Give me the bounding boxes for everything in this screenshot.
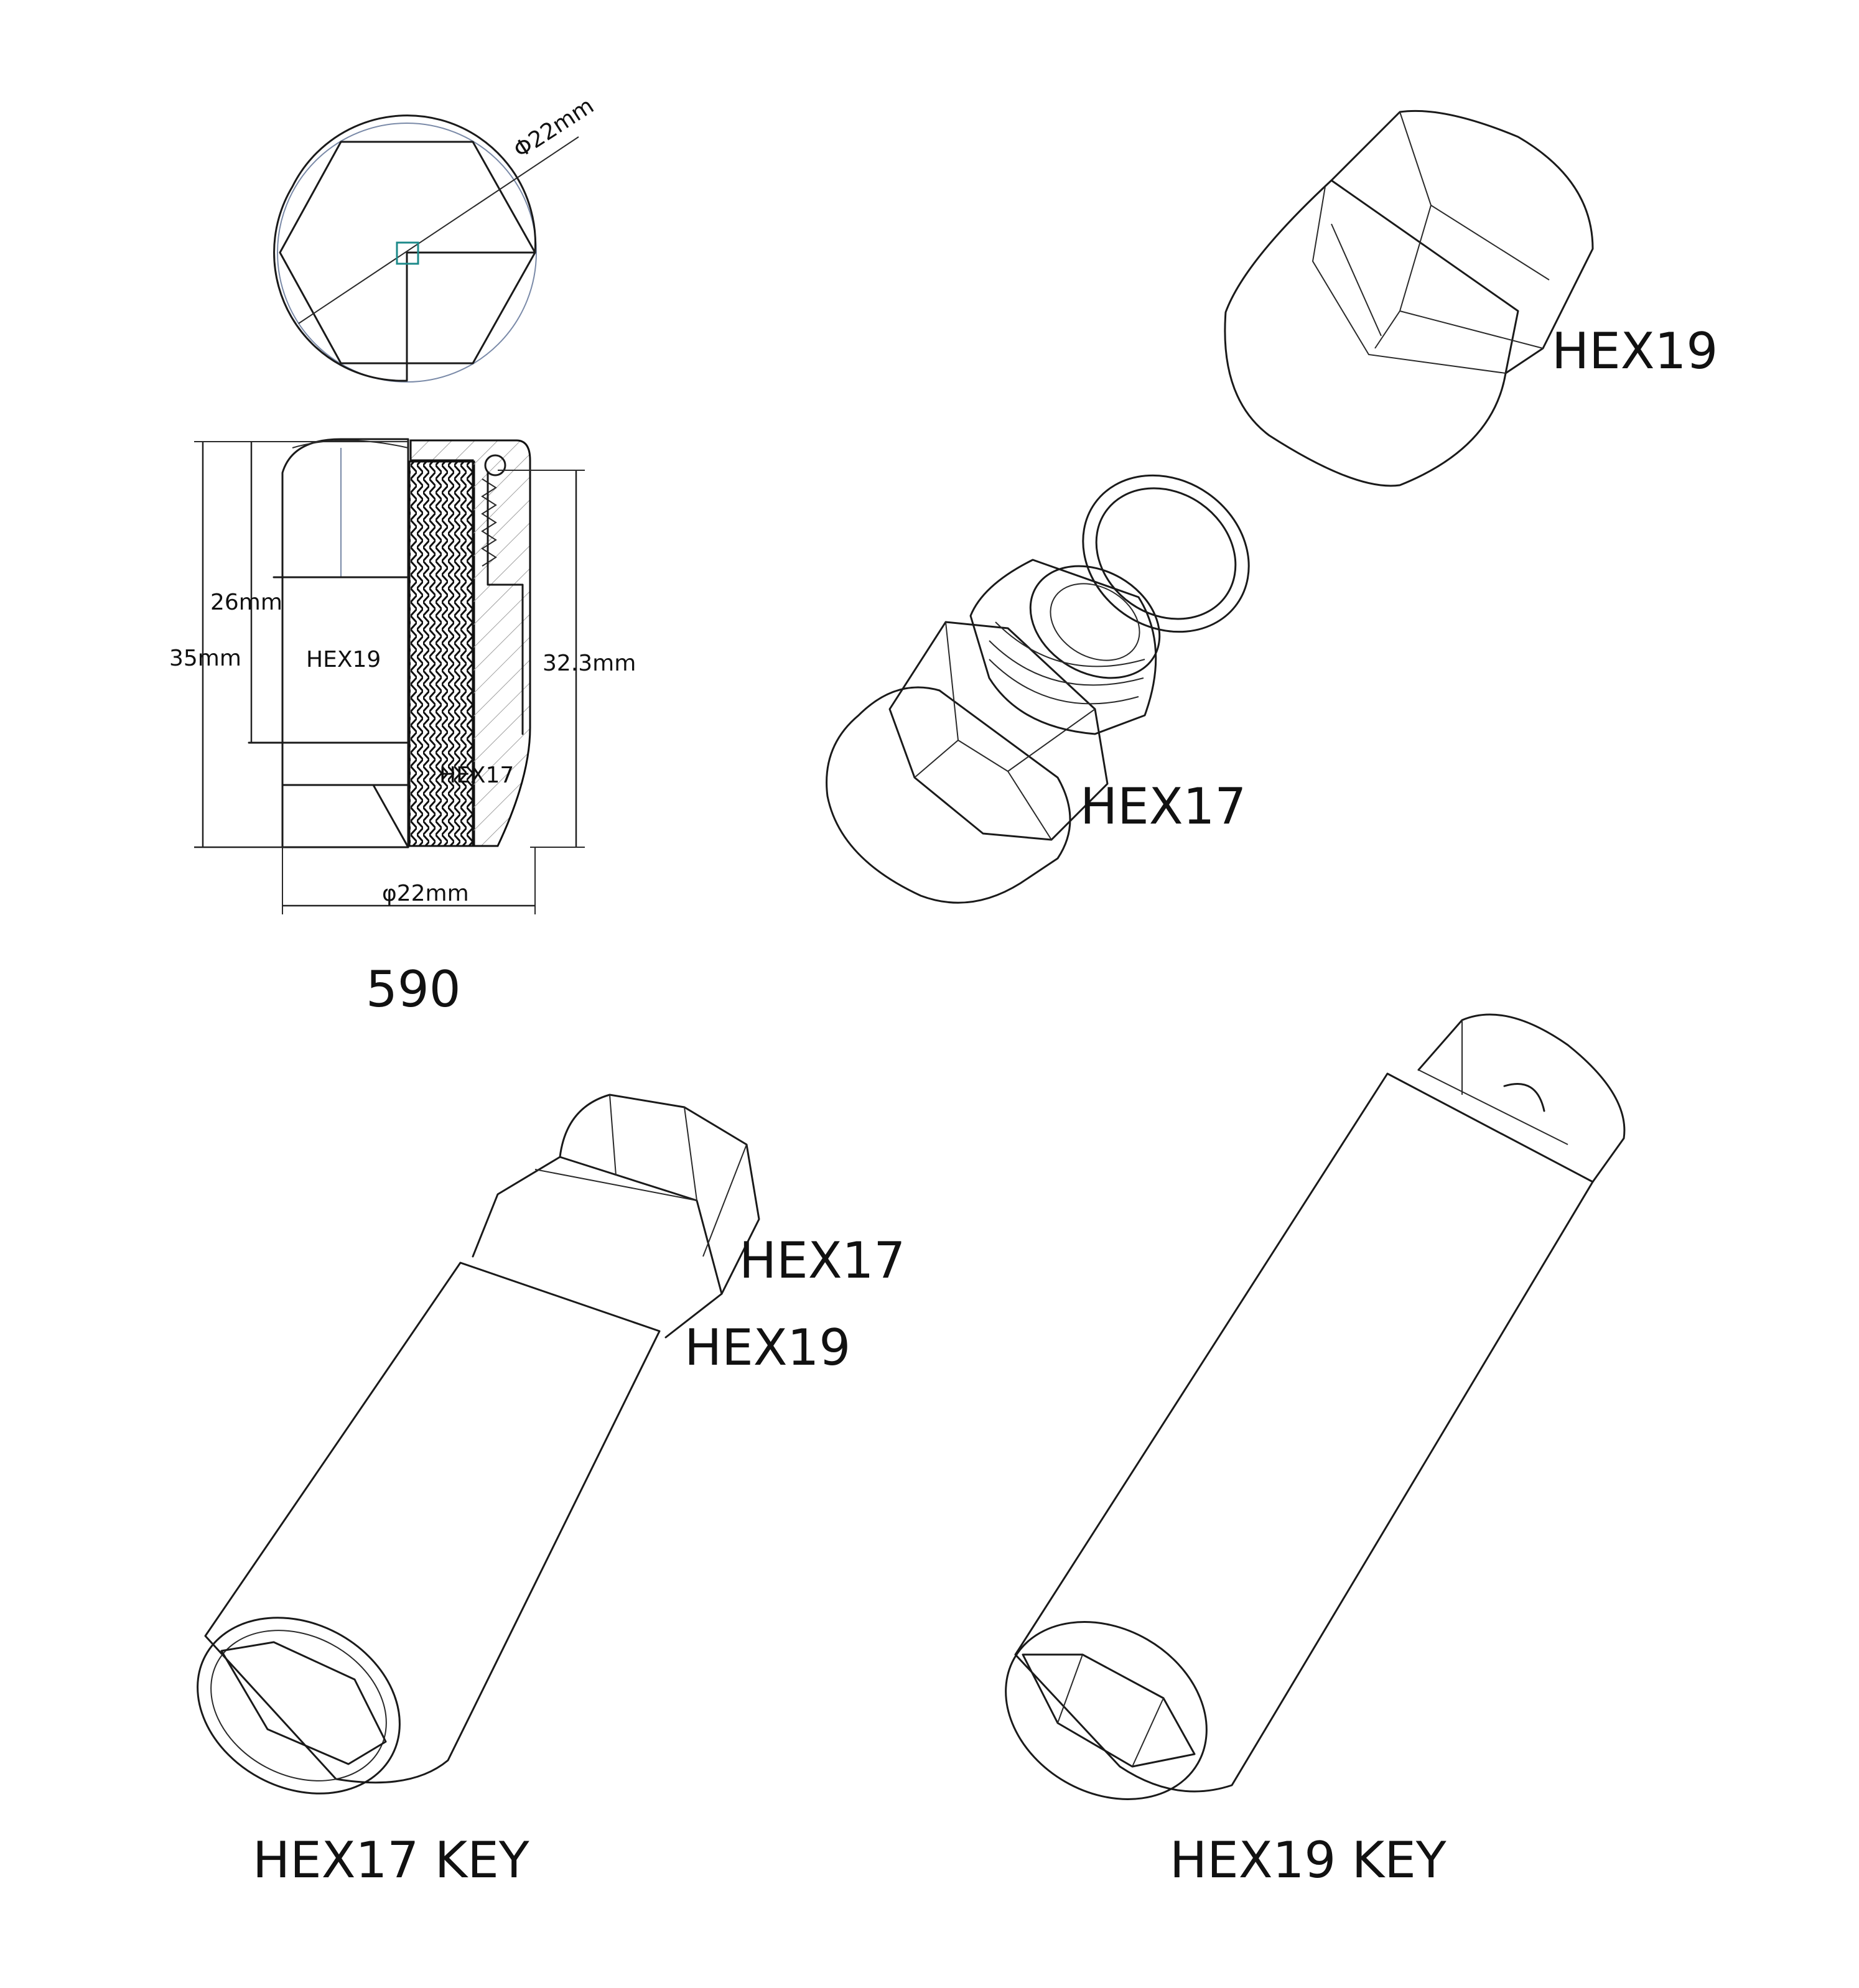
- dim-26-label: 26mm: [210, 590, 282, 615]
- key19-hex-socket: [1022, 1653, 1196, 1768]
- key19-drive-end: [1417, 1013, 1626, 1183]
- key17-caption: HEX17 KEY: [253, 1831, 530, 1889]
- outer-circle: [277, 123, 537, 383]
- key17-bottom-rim: [197, 1617, 401, 1795]
- nut-hex: [888, 621, 1109, 841]
- hex19-section-label: HEX19: [306, 647, 381, 672]
- nut-hex-edges: [914, 621, 1096, 840]
- cone-bottom: [281, 784, 409, 848]
- key17-head-edges: [534, 1094, 747, 1257]
- cap-part: HEX19: [1224, 109, 1718, 487]
- nut-thread-body: [969, 559, 1157, 735]
- diameter-line: [298, 136, 579, 324]
- cap-shoulder: [1312, 186, 1506, 374]
- key17-hex-socket: [220, 1641, 387, 1765]
- key19-hole: [1503, 1082, 1545, 1112]
- key19-bottom-rim: [1005, 1621, 1208, 1800]
- dim-22-label: φ22mm: [382, 881, 469, 906]
- oring-section: [484, 454, 506, 476]
- key19-caption: HEX19 KEY: [1170, 1831, 1447, 1889]
- section-view: HEX19 HEX17 35mm 26mm 32.3mm φ22mm: [169, 438, 636, 914]
- inner-step: [487, 471, 524, 735]
- dim-35-label: 35mm: [169, 646, 241, 671]
- nut-thread-inner: [1050, 583, 1140, 661]
- top-view: Φ22mm: [273, 93, 599, 383]
- nut-part: HEX17: [826, 559, 1246, 904]
- nut-label: HEX17: [1080, 778, 1246, 835]
- thread-zigzag: [481, 478, 497, 567]
- key17-bottom-inner: [210, 1630, 387, 1781]
- nut-thread-top: [1029, 565, 1161, 679]
- key19-socket-inner: [1057, 1654, 1164, 1767]
- nut-base: [826, 686, 1071, 904]
- center-mark: [396, 241, 419, 265]
- hex17-key: HEX17 HEX19 HEX17 KEY: [197, 1094, 905, 1889]
- inner-circle-cut: [273, 114, 536, 382]
- cap-body: [1224, 179, 1519, 487]
- dim-32-label: 32.3mm: [543, 651, 636, 676]
- oring-inner: [1095, 487, 1237, 620]
- key19-barrel: [1014, 1072, 1594, 1793]
- hex19-key: HEX19 KEY: [1005, 1013, 1626, 1889]
- cap-hex-top: [1330, 109, 1594, 374]
- model-number: 590: [366, 960, 461, 1018]
- key19-drive-edge: [1418, 1020, 1568, 1145]
- cap-hex-edges: [1374, 111, 1550, 349]
- oring-outer: [1082, 474, 1250, 633]
- key17-hex-shoulder: [472, 1156, 723, 1339]
- key17-hex-head: [559, 1094, 760, 1295]
- oring-part: [1082, 474, 1250, 633]
- hatched-wall: [409, 439, 531, 847]
- key17-label-top: HEX17: [739, 1232, 905, 1289]
- key17-barrel: [204, 1261, 661, 1784]
- hex-outline: [279, 141, 536, 365]
- key17-label-mid: HEX19: [684, 1319, 850, 1377]
- left-top-curve: [292, 440, 409, 448]
- left-body: [281, 438, 409, 848]
- cap-label: HEX19: [1552, 322, 1718, 380]
- thread-core: [408, 460, 475, 847]
- hex17-section-label: HEX17: [439, 763, 514, 788]
- nut-thread-lines: [989, 621, 1145, 705]
